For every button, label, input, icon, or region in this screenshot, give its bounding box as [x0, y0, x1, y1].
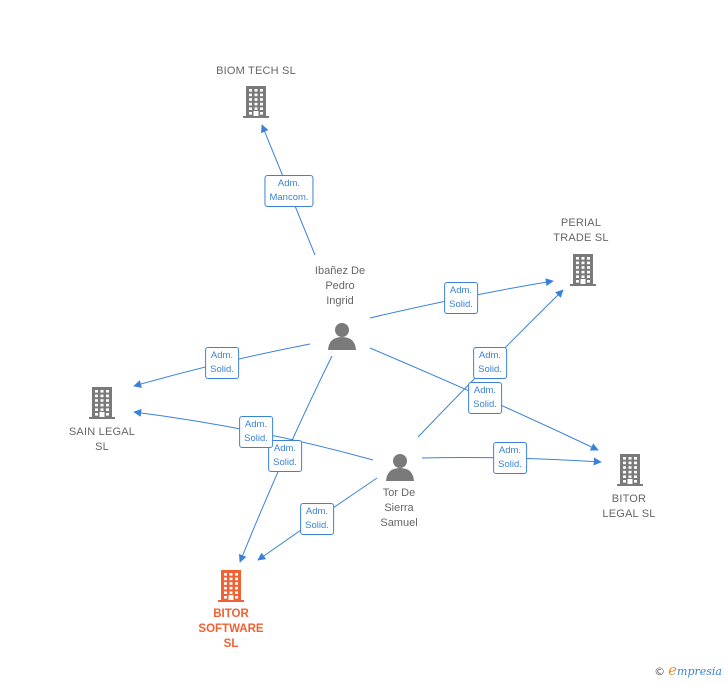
edge-role-label[interactable]: Adm. Solid.	[268, 440, 302, 472]
edge-role-label[interactable]: Adm. Solid.	[239, 416, 273, 448]
node-label-ibanez[interactable]: Ibañez De Pedro Ingrid	[314, 265, 366, 307]
edge-role-label[interactable]: Adm. Solid.	[473, 347, 507, 379]
nodes-layer	[89, 86, 643, 602]
building-icon[interactable]	[89, 387, 115, 419]
edge-role-label[interactable]: Adm. Solid.	[468, 382, 502, 414]
node-label-perial[interactable]: PERIAL TRADE SL	[553, 217, 609, 244]
node-label-bitorsoft[interactable]: BITOR SOFTWARE SL	[198, 608, 264, 650]
building-icon[interactable]	[218, 570, 244, 602]
edge-role-label[interactable]: Adm. Solid.	[205, 347, 239, 379]
node-label-sain[interactable]: SAIN LEGAL SL	[68, 426, 136, 453]
node-label-biom[interactable]: BIOM TECH SL	[216, 65, 296, 77]
building-icon[interactable]	[617, 454, 643, 486]
node-label-bitorlegal[interactable]: BITOR LEGAL SL	[602, 493, 656, 520]
person-icon[interactable]	[386, 454, 414, 481]
building-icon[interactable]	[243, 86, 269, 118]
copyright-symbol: ©	[654, 665, 666, 678]
empresia-watermark[interactable]: ©empresia	[654, 661, 722, 679]
building-icon[interactable]	[570, 254, 596, 286]
edges-layer	[133, 124, 602, 563]
edge-role-label[interactable]: Adm. Solid.	[444, 282, 478, 314]
brand-initial: e	[668, 661, 678, 679]
person-icon[interactable]	[328, 323, 356, 350]
edge-role-label[interactable]: Adm. Solid.	[300, 503, 334, 535]
brand-name: mpresia	[677, 665, 722, 678]
edge-role-label[interactable]: Adm. Solid.	[493, 442, 527, 474]
node-label-tor[interactable]: Tor De Sierra Samuel	[380, 487, 418, 529]
edge-role-label[interactable]: Adm. Mancom.	[264, 175, 314, 207]
